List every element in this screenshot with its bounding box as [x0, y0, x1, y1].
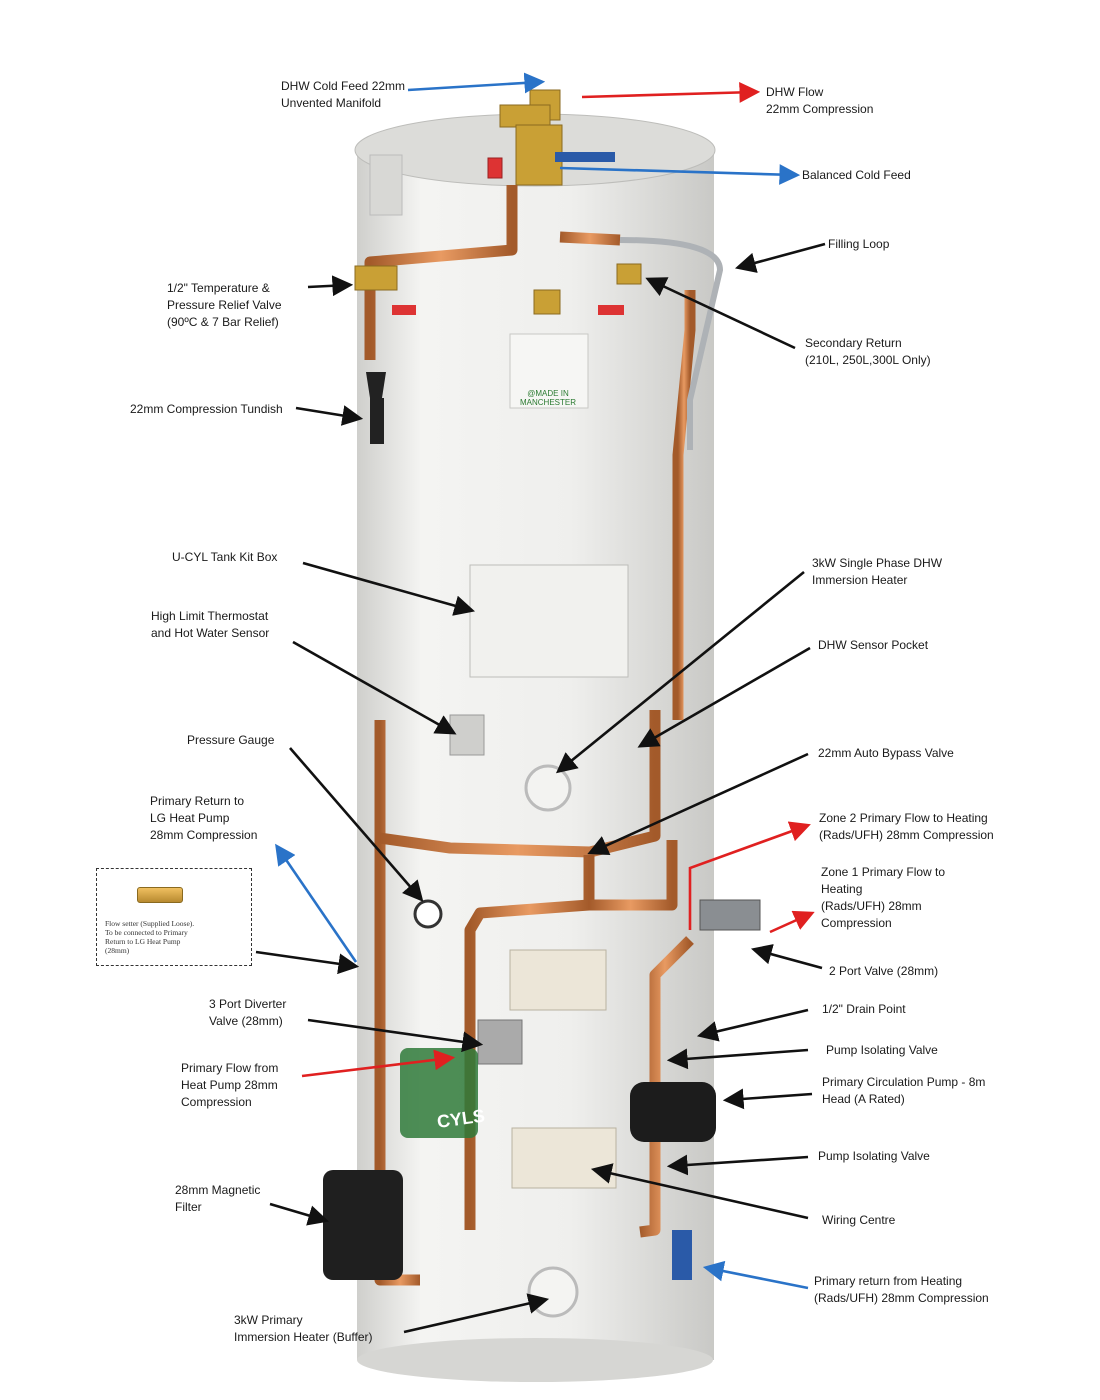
arrow-tp-relief [307, 275, 354, 297]
arrow-zone1 [769, 910, 815, 934]
label-pump-iso-1: Pump Isolating Valve [826, 1043, 938, 1057]
arrow-zone2 [688, 821, 811, 930]
label-high-limit: High Limit Thermostat and Hot Water Sens… [151, 609, 270, 640]
label-drain-point: 1/2" Drain Point [822, 1002, 906, 1016]
label-wiring-centre: Wiring Centre [822, 1213, 896, 1227]
arrow-circ-pump [722, 1088, 813, 1110]
flow-setter-part [137, 887, 183, 903]
label-zone1: Zone 1 Primary Flow to Heating (Rads/UFH… [821, 865, 946, 930]
label-kit-box: U-CYL Tank Kit Box [172, 550, 278, 564]
cold-feed-manifold [487, 89, 615, 186]
label-balanced-cold: Balanced Cold Feed [802, 168, 911, 182]
label-tp-relief: 1/2" Temperature & Pressure Relief Valve… [167, 281, 282, 329]
arrow-pump-iso-2 [666, 1154, 809, 1176]
annotation-arrows [255, 72, 826, 1334]
arrow-primary-flow-hp [301, 1049, 456, 1078]
arrow-three-port [307, 1018, 484, 1053]
label-two-port: 2 Port Valve (28mm) [829, 964, 939, 978]
flow-setter-note-text: Flow setter (Supplied Loose). To be conn… [105, 919, 195, 955]
label-primary-immersion: 3kW Primary Immersion Heater (Buffer) [234, 1313, 373, 1344]
arrow-pressure-gauge [289, 747, 424, 902]
label-auto-bypass: 22mm Auto Bypass Valve [818, 746, 954, 760]
arrow-two-port [750, 944, 823, 970]
label-zone2: Zone 2 Primary Flow to Heating (Rads/UFH… [819, 811, 994, 842]
label-primary-return-lg: Primary Return to LG Heat Pump 28mm Comp… [150, 794, 258, 842]
arrow-flow-setter [255, 950, 360, 975]
arrow-pump-iso-1 [666, 1048, 809, 1070]
arrow-secondary-return [645, 277, 796, 350]
label-tundish: 22mm Compression Tundish [130, 402, 283, 416]
arrow-high-limit [292, 640, 457, 735]
arrow-filling-loop [734, 242, 826, 273]
arrow-tundish [295, 405, 364, 426]
components [323, 263, 761, 1318]
arrow-mag-filter [269, 1202, 329, 1226]
label-three-port: 3 Port Diverter Valve (28mm) [209, 997, 287, 1028]
arrow-kit-box [302, 561, 476, 616]
label-pump-iso-2: Pump Isolating Valve [818, 1149, 930, 1163]
arrow-dhw-immersion [555, 570, 805, 774]
label-sensor-pocket: DHW Sensor Pocket [818, 638, 929, 652]
label-cold-feed: DHW Cold Feed 22mm Unvented Manifold [281, 79, 406, 110]
arrow-auto-bypass [587, 752, 809, 856]
label-pressure-gauge: Pressure Gauge [187, 733, 275, 747]
filling-loop-hose [619, 237, 724, 450]
arrow-wiring-centre [590, 1163, 809, 1220]
arrow-sensor-pocket [637, 646, 811, 748]
label-primary-return-heating: Primary return from Heating (Rads/UFH) 2… [814, 1274, 989, 1305]
flow-setter-note-box: Flow setter (Supplied Loose). To be conn… [96, 868, 252, 966]
arrow-balanced-cold [559, 164, 801, 185]
label-secondary-return: Secondary Return (210L, 250L,300L Only) [805, 336, 931, 367]
label-mag-filter: 28mm Magnetic Filter [175, 1183, 261, 1214]
arrow-primary-return-lg [275, 843, 358, 963]
label-filling-loop: Filling Loop [828, 237, 890, 251]
arrow-primary-return-heating [702, 1260, 809, 1290]
arrow-drain-point [696, 1008, 809, 1042]
label-dhw-flow: DHW Flow 22mm Compression [766, 85, 874, 116]
label-primary-flow-hp: Primary Flow from Heat Pump 28mm Compres… [181, 1061, 279, 1109]
label-dhw-immersion: 3kW Single Phase DHW Immersion Heater [812, 556, 943, 587]
arrow-dhw-flow [581, 82, 761, 103]
arrow-cold-feed [407, 72, 546, 94]
arrow-primary-immersion [403, 1293, 550, 1334]
label-circ-pump: Primary Circulation Pump - 8m Head (A Ra… [822, 1075, 986, 1106]
